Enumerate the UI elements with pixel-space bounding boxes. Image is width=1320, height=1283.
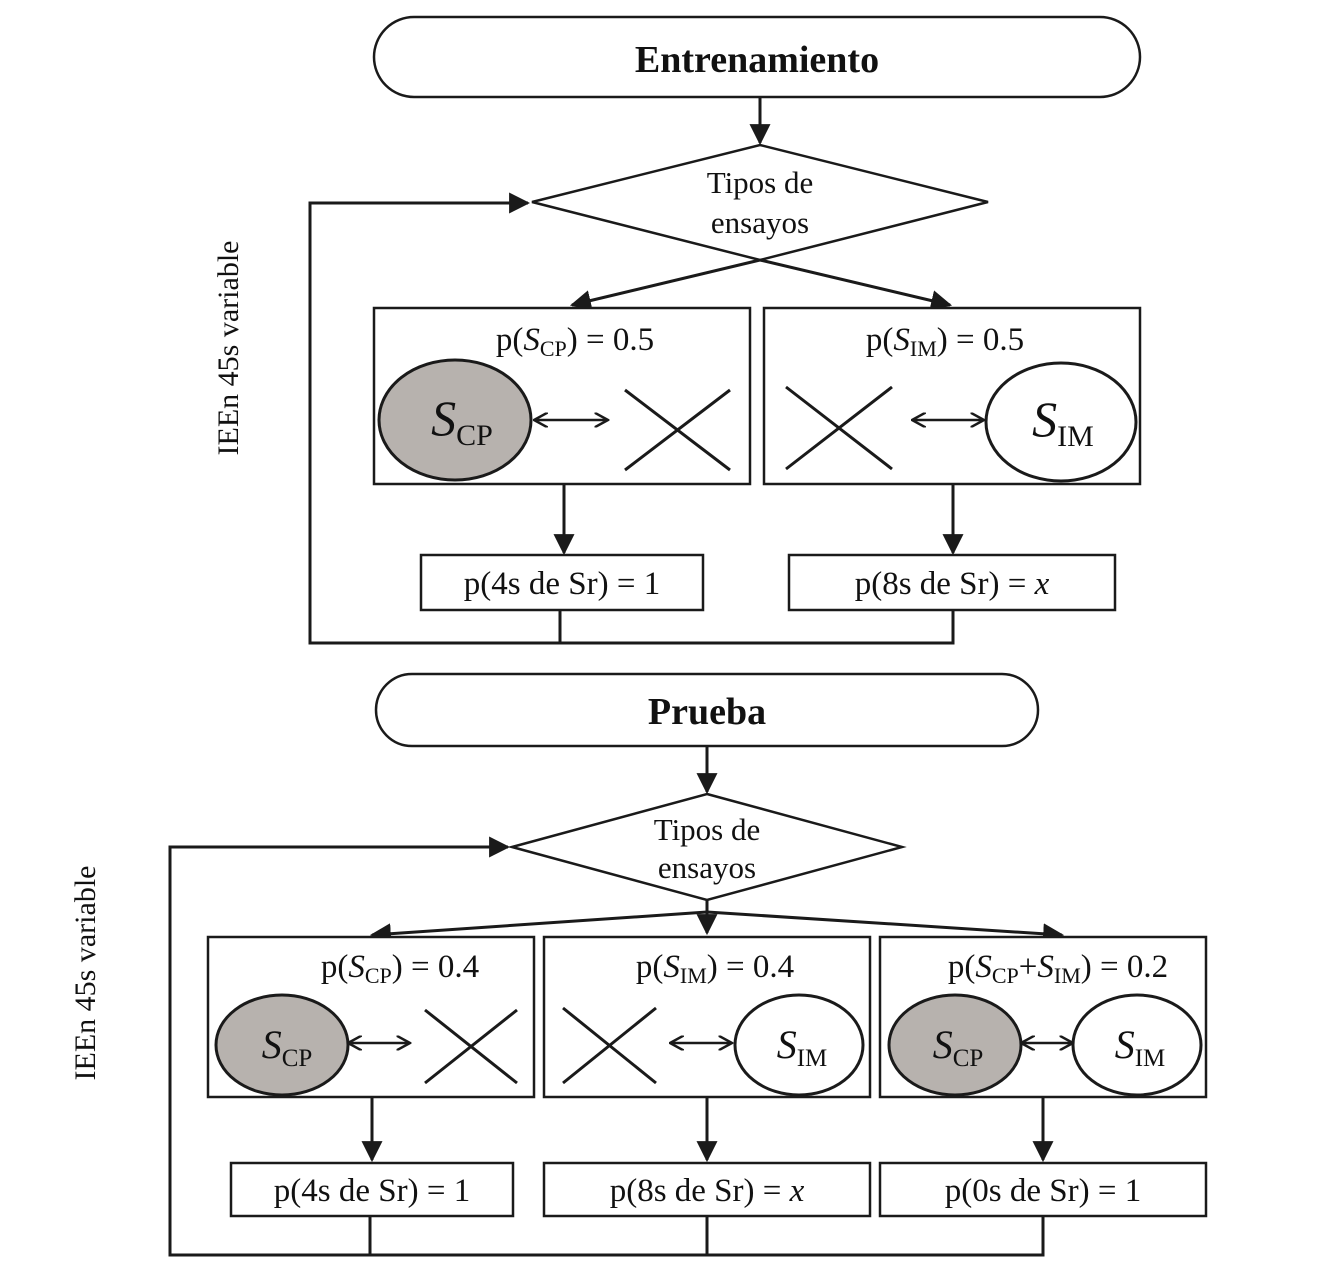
stimulus-im-circle xyxy=(984,361,1138,483)
stimulus-im-label: SIM xyxy=(1032,391,1094,453)
training-phase: Entrenamiento Tipos de ensayos p(SCP) = … xyxy=(212,15,1142,645)
training-loop-join xyxy=(560,610,955,645)
stimulus-im-label: SIM xyxy=(777,1022,828,1072)
test-cp-probability: p(SCP) = 0.4 xyxy=(321,949,479,988)
training-decision-line1: Tipos de xyxy=(707,165,814,200)
test-im-probability: p(SIM) = 0.4 xyxy=(636,949,794,988)
test-outcome-cp: p(4s de Sr) = 1 xyxy=(274,1173,470,1209)
stimulus-cp-label: SCP xyxy=(933,1022,984,1072)
test-loop-join xyxy=(370,1216,1045,1257)
stimulus-im-label: SIM xyxy=(1115,1022,1166,1072)
test-both-probability: p(SCP+SIM) = 0.2 xyxy=(948,949,1168,988)
absent-stimulus-x-icon xyxy=(424,1008,518,1085)
absent-stimulus-x-icon xyxy=(624,388,731,472)
arrow-decision-to-both xyxy=(706,910,1065,945)
training-outcome-im: p(8s de Sr) = x xyxy=(855,566,1050,602)
arrow-decision-to-cp xyxy=(569,258,761,311)
test-iti-label: IEEn 45s variable xyxy=(69,866,102,1081)
absent-stimulus-x-icon xyxy=(785,385,893,471)
training-cp-probability: p(SCP) = 0.5 xyxy=(496,322,654,361)
stimulus-cp-label: SCP xyxy=(262,1022,313,1072)
test-outcome-im-box xyxy=(542,1161,872,1218)
test-phase: Prueba Tipos de ensayos p(SCP) = 0.4 SCP… xyxy=(69,672,1208,1257)
stimulus-im-circle xyxy=(1071,993,1203,1097)
test-title: Prueba xyxy=(648,691,766,733)
training-im-probability: p(SIM) = 0.5 xyxy=(866,322,1024,361)
training-decision-line2: ensayos xyxy=(711,205,809,240)
stimulus-cp-circle xyxy=(377,358,533,482)
test-decision-line1: Tipos de xyxy=(654,812,761,847)
stimulus-im-circle xyxy=(733,993,865,1097)
arrow-decision-to-im xyxy=(759,258,953,311)
training-loop-return xyxy=(308,192,562,645)
test-decision-line2: ensayos xyxy=(658,850,756,885)
test-outcome-im: p(8s de Sr) = x xyxy=(610,1173,805,1209)
test-outcome-both: p(0s de Sr) = 1 xyxy=(945,1173,1141,1209)
test-loop-return xyxy=(168,836,511,1257)
absent-stimulus-x-icon xyxy=(562,1006,657,1085)
training-title: Entrenamiento xyxy=(635,39,879,81)
training-outcome-cp-box xyxy=(419,553,705,612)
test-outcome-cp-box xyxy=(229,1161,515,1218)
training-decision-diamond xyxy=(531,143,989,262)
training-title-terminal xyxy=(372,15,1142,99)
training-outcome-cp: p(4s de Sr) = 1 xyxy=(464,566,660,602)
training-iti-label: IEEn 45s variable xyxy=(212,241,245,456)
arrow-decision-to-cp xyxy=(369,910,708,945)
training-outcome-im-box xyxy=(787,553,1117,612)
stimulus-cp-label: SCP xyxy=(431,390,493,452)
